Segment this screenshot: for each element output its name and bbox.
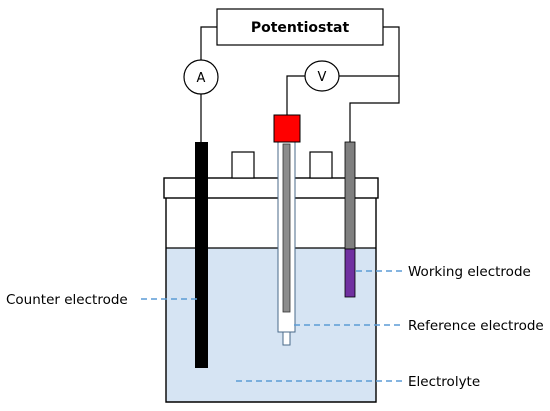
working-electrode-label: Working electrode: [408, 264, 531, 280]
cell-lid: [163, 177, 379, 199]
voltmeter-circle: [304, 60, 340, 92]
wire-reference-to-voltmeter: [286, 75, 306, 115]
cell-container: [165, 198, 377, 403]
counter-electrode-label: Counter electrode: [6, 292, 128, 308]
voltmeter-symbol: V: [318, 70, 327, 85]
wire-potentiostat-to-working: [349, 26, 400, 142]
lid-port-right: [309, 151, 333, 179]
wire-counter-to-potentiostat: [200, 26, 217, 142]
working-electrode-body: [344, 141, 356, 250]
counter-electrode: [195, 142, 208, 368]
ammeter-circle: [183, 59, 219, 95]
electrolyte-label: Electrolyte: [408, 374, 480, 390]
lid-port-left: [231, 151, 255, 179]
reference-electrode-cap: [273, 114, 301, 143]
working-electrode-tip: [344, 248, 356, 298]
reference-electrode-label: Reference electrode: [408, 318, 544, 334]
ammeter-symbol: A: [197, 71, 206, 86]
reference-electrode-rod: [282, 143, 291, 313]
potentiostat-box: [216, 8, 384, 46]
reference-electrode-tip: [282, 331, 291, 346]
potentiostat-label: Potentiostat: [251, 20, 350, 36]
